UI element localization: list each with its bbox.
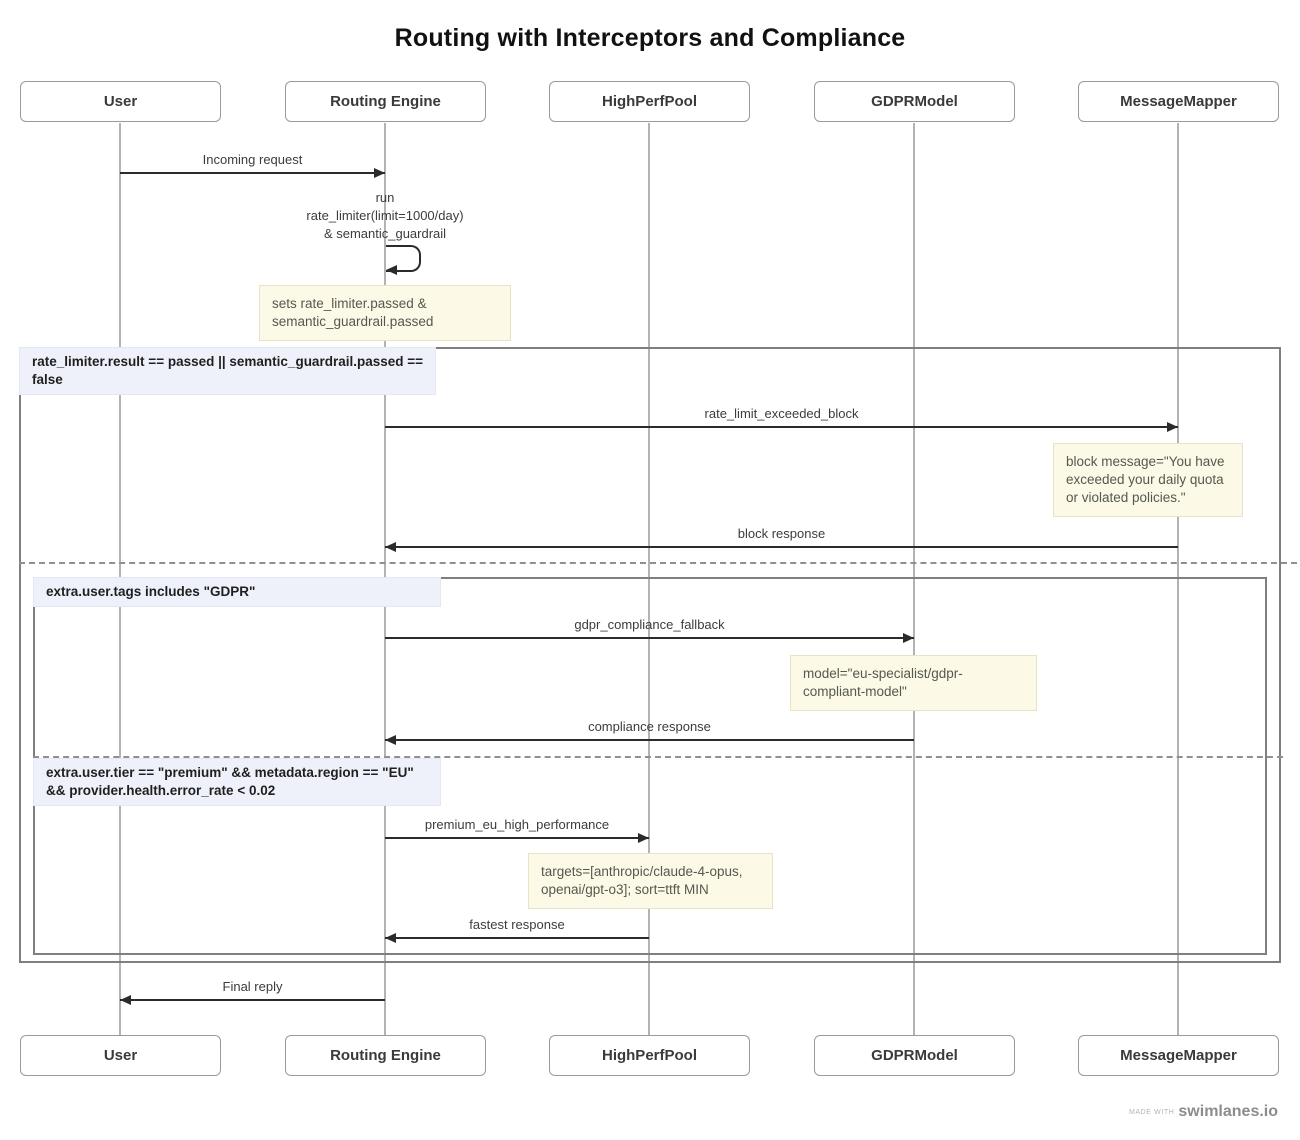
condition-gdpr: extra.user.tags includes "GDPR"	[33, 577, 441, 607]
note-gdpr-model: model="eu-specialist/gdpr-compliant-mode…	[790, 655, 1037, 711]
message-label: premium_eu_high_performance	[424, 817, 610, 832]
arrow-head-right-icon	[1167, 422, 1178, 432]
arrow-line	[385, 937, 649, 939]
self-message-label: run rate_limiter(limit=1000/day) & seman…	[306, 190, 464, 241]
message-compliance-response: compliance response	[385, 719, 914, 745]
message-incoming-request: Incoming request	[120, 152, 385, 178]
message-fastest-response: fastest response	[385, 917, 649, 943]
message-premium-eu-high-performance: premium_eu_high_performance	[385, 817, 649, 843]
message-label: rate_limit_exceeded_block	[704, 406, 859, 421]
message-label: fastest response	[469, 917, 565, 932]
actor-box-user-top: User	[20, 81, 221, 122]
actor-box-gdpr-model-top: GDPRModel	[814, 81, 1015, 122]
actor-box-high-perf-pool-bottom: HighPerfPool	[549, 1035, 750, 1076]
message-label: Final reply	[222, 979, 283, 994]
alt-divider-1	[19, 562, 1297, 564]
arrow-line	[385, 837, 649, 839]
note-interceptor-flags: sets rate_limiter.passed & semantic_guar…	[259, 285, 511, 341]
self-loop-arrow-icon	[386, 245, 421, 272]
message-final-reply: Final reply	[120, 979, 385, 1005]
arrow-line	[120, 999, 385, 1001]
lifeline-high-perf-pool	[648, 123, 650, 1035]
arrow-head-right-icon	[638, 833, 649, 843]
message-block-response: block response	[385, 526, 1178, 552]
arrow-line	[385, 546, 1178, 548]
actor-box-message-mapper-top: MessageMapper	[1078, 81, 1279, 122]
arrow-head-left-icon	[386, 265, 397, 275]
footer-branding: made withswimlanes.io	[1129, 1103, 1278, 1121]
lifeline-message-mapper	[1177, 123, 1179, 1035]
note-block-message: block message="You have exceeded your da…	[1053, 443, 1243, 517]
arrow-line	[120, 172, 385, 174]
arrow-head-left-icon	[385, 933, 396, 943]
note-targets: targets=[anthropic/claude-4-opus, openai…	[528, 853, 773, 909]
arrow-head-left-icon	[385, 542, 396, 552]
arrow-head-right-icon	[374, 168, 385, 178]
message-label: block response	[737, 526, 826, 541]
message-rate-limit-exceeded-block: rate_limit_exceeded_block	[385, 406, 1178, 432]
message-gdpr-compliance-fallback: gdpr_compliance_fallback	[385, 617, 914, 643]
lifeline-gdpr-model	[913, 123, 915, 1035]
message-label: compliance response	[588, 719, 711, 734]
made-with-label: made with	[1128, 1109, 1175, 1116]
arrow-line	[385, 739, 914, 741]
condition-rate-limit: rate_limiter.result == passed || semanti…	[19, 347, 436, 395]
actor-box-message-mapper-bottom: MessageMapper	[1078, 1035, 1279, 1076]
swimlanes-brand-link[interactable]: swimlanes.io	[1178, 1103, 1278, 1120]
arrow-head-left-icon	[385, 735, 396, 745]
message-label: Incoming request	[202, 152, 303, 167]
arrow-line	[385, 426, 1178, 428]
actor-box-user-bottom: User	[20, 1035, 221, 1076]
actor-box-routing-engine-top: Routing Engine	[285, 81, 486, 122]
actor-box-gdpr-model-bottom: GDPRModel	[814, 1035, 1015, 1076]
alt-divider-2	[33, 756, 1283, 758]
arrow-line	[385, 637, 914, 639]
arrow-head-right-icon	[903, 633, 914, 643]
message-label: gdpr_compliance_fallback	[574, 617, 725, 632]
actor-box-routing-engine-bottom: Routing Engine	[285, 1035, 486, 1076]
arrow-head-left-icon	[120, 995, 131, 1005]
actor-box-high-perf-pool-top: HighPerfPool	[549, 81, 750, 122]
condition-premium: extra.user.tier == "premium" && metadata…	[33, 758, 441, 806]
diagram-title: Routing with Interceptors and Compliance	[394, 24, 906, 52]
alt-block-outer	[19, 347, 1281, 963]
